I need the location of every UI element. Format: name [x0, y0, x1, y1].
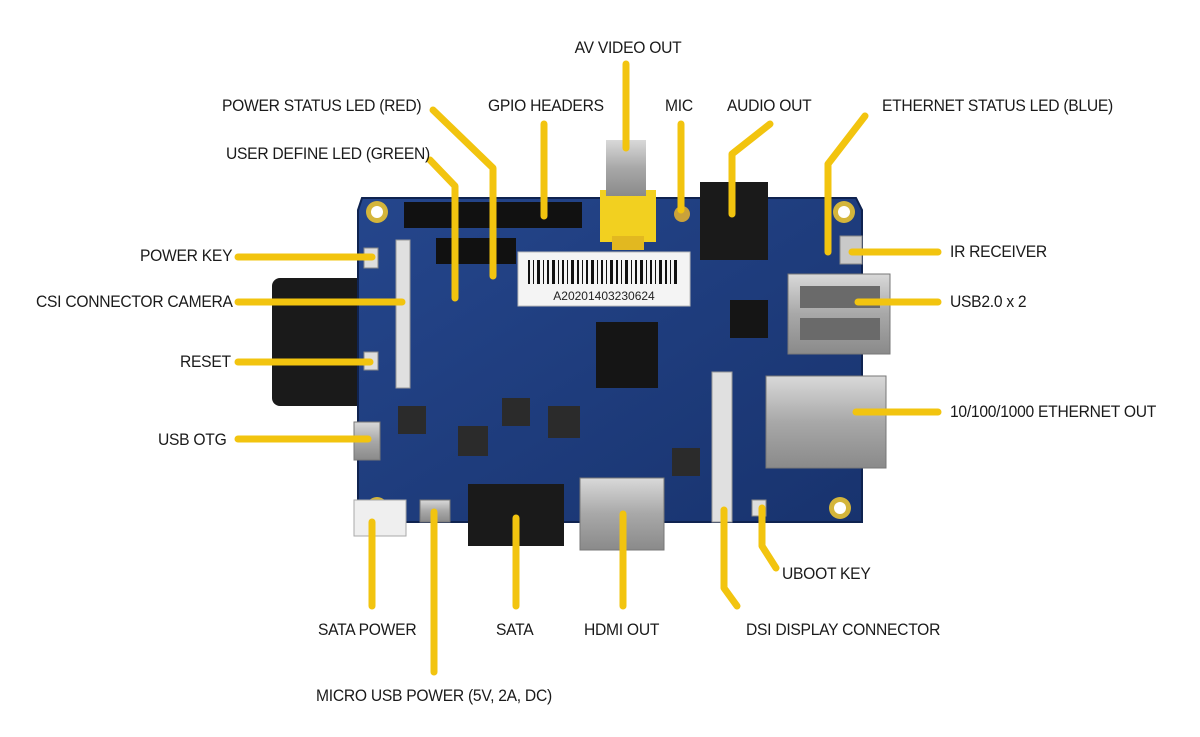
- sata-power-part: [353, 499, 407, 537]
- label-usb2: USB2.0 x 2: [950, 292, 1027, 311]
- label-ir-receiver: IR RECEIVER: [950, 242, 1047, 261]
- leader-audio: [728, 120, 774, 218]
- label-ethernet-status-led: ETHERNET STATUS LED (BLUE): [882, 96, 1113, 115]
- ethernet-phy-chip: [730, 300, 768, 338]
- label-sata: SATA: [496, 620, 534, 639]
- csi-connector-part: [395, 239, 411, 389]
- label-reset: RESET: [180, 352, 231, 371]
- label-av-video-out: AV VIDEO OUT: [574, 38, 682, 57]
- leader-user-led: [426, 156, 459, 302]
- label-uboot-key: UBOOT KEY: [782, 564, 871, 583]
- soc-chip: [596, 322, 658, 388]
- label-mic: MIC: [665, 96, 693, 115]
- leader-uboot: [758, 504, 780, 572]
- leader-lines: [234, 60, 942, 676]
- label-hdmi-out: HDMI OUT: [584, 620, 660, 639]
- label-power-key: POWER KEY: [140, 246, 233, 265]
- leader-power-led: [429, 106, 497, 280]
- serial-text: A20201403230624: [553, 289, 655, 303]
- label-csi-connector: CSI CONNECTOR CAMERA: [36, 292, 233, 311]
- label-power-status-led: POWER STATUS LED (RED): [222, 96, 422, 115]
- inductors: [398, 398, 700, 476]
- label-dsi-display: DSI DISPLAY CONNECTOR: [746, 620, 941, 639]
- usb-host-ports: [787, 273, 891, 355]
- ethernet-jack: [765, 375, 887, 469]
- label-ethernet-out: 10/100/1000 ETHERNET OUT: [950, 402, 1157, 421]
- label-micro-usb-power: MICRO USB POWER (5V, 2A, DC): [316, 686, 552, 705]
- label-user-define-led: USER DEFINE LED (GREEN): [226, 144, 430, 163]
- sd-card: [272, 278, 372, 406]
- av-jack: [600, 140, 656, 250]
- barcode: [528, 260, 677, 284]
- label-sata-power: SATA POWER: [318, 620, 417, 639]
- label-gpio-headers: GPIO HEADERS: [488, 96, 604, 115]
- leader-eth-led: [824, 112, 869, 256]
- label-usb-otg: USB OTG: [158, 430, 227, 449]
- label-audio-out: AUDIO OUT: [727, 96, 812, 115]
- dsi-part: [711, 371, 733, 523]
- leader-dsi: [720, 506, 741, 610]
